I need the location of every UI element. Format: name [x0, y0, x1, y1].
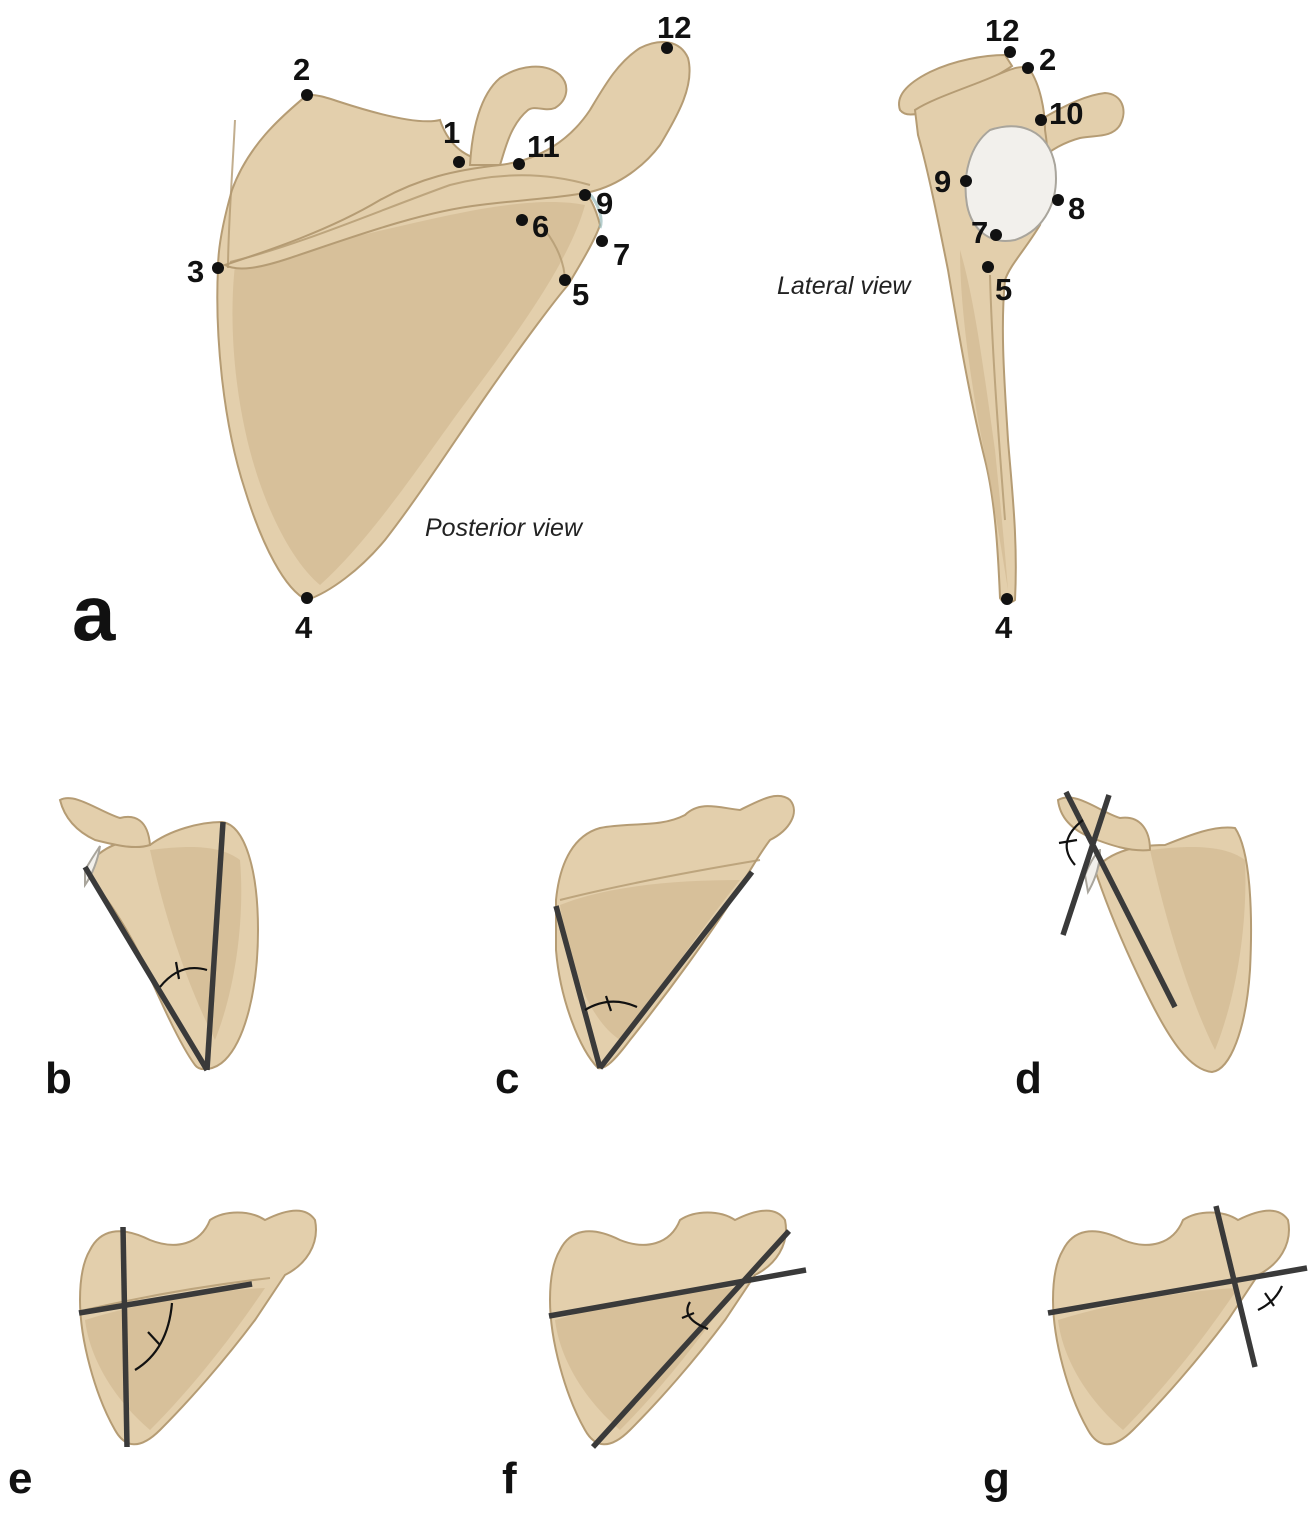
panel-g-scapula — [1053, 1211, 1289, 1445]
landmark-dot — [513, 158, 525, 170]
landmark-label: 5 — [572, 277, 589, 312]
landmark-label: 7 — [971, 215, 988, 250]
landmark-label: 9 — [596, 186, 613, 221]
panel-label-g: g — [983, 1454, 1010, 1503]
panel-d-arc-tick — [1059, 840, 1077, 843]
panel-f-scapula — [550, 1211, 786, 1445]
landmark-dot — [301, 89, 313, 101]
landmark-label: 1 — [443, 115, 460, 150]
landmark-label: 2 — [1039, 42, 1056, 77]
landmark-dot — [212, 262, 224, 274]
landmark-label: 6 — [532, 209, 549, 244]
landmark-dot — [982, 261, 994, 273]
panel-b-scapula — [60, 798, 258, 1069]
landmark-dot — [596, 235, 608, 247]
landmark-label: 3 — [187, 254, 204, 289]
landmark-label: 2 — [293, 52, 310, 87]
landmark-dot — [990, 229, 1002, 241]
landmark-dot — [516, 214, 528, 226]
landmark-dot — [1052, 194, 1064, 206]
landmark-label: 4 — [995, 610, 1013, 645]
lateral-view-scapula — [899, 55, 1123, 603]
panel-label-a: a — [72, 569, 116, 657]
landmark-label: 9 — [934, 164, 951, 199]
landmark-dot — [1035, 114, 1047, 126]
posterior-view-caption: Posterior view — [425, 514, 584, 542]
panel-e-scapula — [80, 1211, 316, 1445]
landmark-dot — [1001, 593, 1013, 605]
landmark-dot — [1022, 62, 1034, 74]
landmark-dot — [453, 156, 465, 168]
landmark-dot — [559, 274, 571, 286]
panel-label-b: b — [45, 1054, 72, 1103]
panel-g-angle-arc — [1258, 1286, 1282, 1310]
panel-label-d: d — [1015, 1054, 1042, 1103]
lateral-view-caption: Lateral view — [777, 272, 912, 300]
landmark-label: 10 — [1049, 96, 1083, 131]
panel-label-e: e — [8, 1454, 32, 1503]
panel-label-f: f — [502, 1454, 517, 1503]
landmark-label: 8 — [1068, 191, 1085, 226]
landmark-label: 12 — [985, 13, 1019, 48]
landmark-label: 12 — [657, 10, 691, 45]
landmark-dot — [301, 592, 313, 604]
landmark-label: 11 — [527, 129, 560, 164]
landmark-label: 5 — [995, 272, 1012, 307]
landmark-label: 4 — [295, 610, 313, 645]
landmark-dot — [579, 189, 591, 201]
panel-label-c: c — [495, 1054, 519, 1103]
landmark-dot — [960, 175, 972, 187]
landmark-label: 7 — [613, 237, 630, 272]
